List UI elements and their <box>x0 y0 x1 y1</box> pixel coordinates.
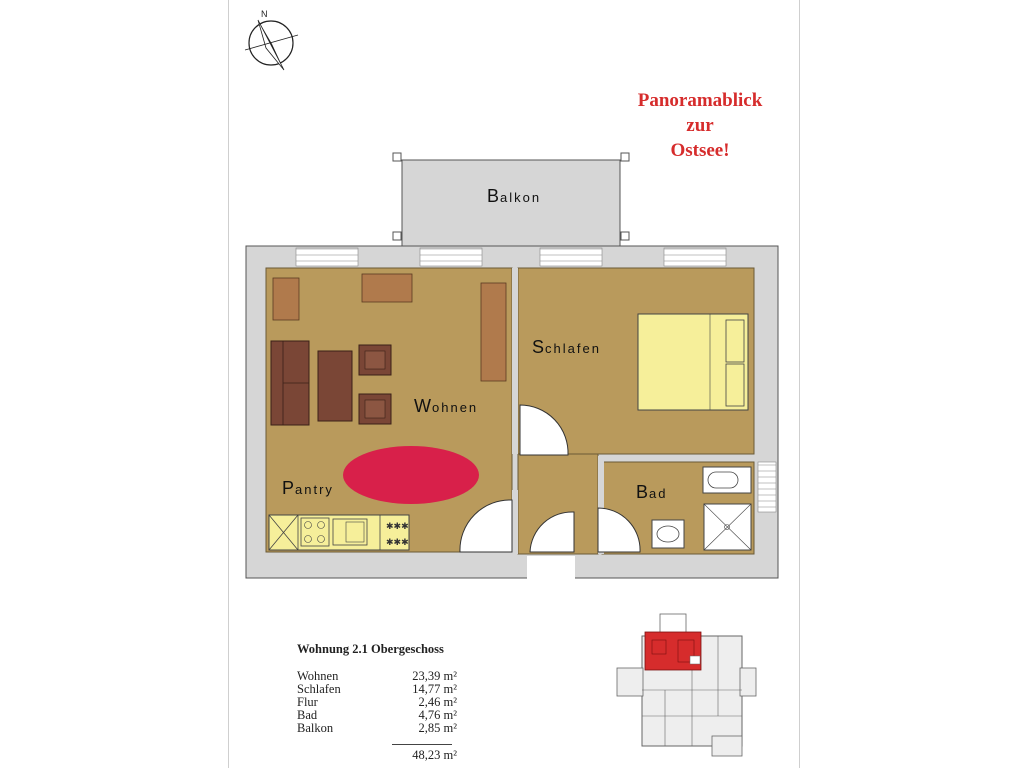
kitchen-counter: ✱✱✱ ✱✱✱ <box>268 514 410 551</box>
building-key-plan <box>616 613 757 757</box>
slogan: Panoramablick zur Ostsee! <box>600 88 800 163</box>
living-furniture <box>270 273 507 504</box>
double-bed <box>637 313 749 411</box>
area-row: Flur 2,46 m² <box>297 695 457 709</box>
total-divider <box>392 744 452 745</box>
area-total: 48,23 m² <box>412 748 457 762</box>
slogan-line-3: Ostsee! <box>670 140 730 161</box>
windows <box>295 247 777 513</box>
doors <box>459 404 641 553</box>
room-label-wohnen: Wohnen <box>414 396 479 416</box>
balcony <box>392 152 630 247</box>
room-label-schlafen: Schlafen <box>532 337 601 357</box>
area-table: Wohnen 23,39 m² Schlafen 14,77 m² Flur 2… <box>297 670 457 735</box>
compass-north-label: N <box>261 9 270 19</box>
area-row: Bad 4,76 m² <box>297 708 457 722</box>
room-label-balkon: Balkon <box>487 186 542 206</box>
area-row: Wohnen 23,39 m² <box>297 669 457 683</box>
apartment-title: Wohnung 2.1 Obergeschoss <box>297 642 444 656</box>
bath-fixtures <box>651 466 752 551</box>
slogan-line-2: zur <box>686 115 714 136</box>
compass-icon <box>244 19 299 71</box>
room-label-pantry: Pantry <box>282 478 334 498</box>
room-label-bad: Bad <box>636 482 668 502</box>
svg-text:✱✱✱: ✱✱✱ <box>386 522 409 532</box>
svg-text:✱✱✱: ✱✱✱ <box>386 538 409 548</box>
slogan-line-1: Panoramablick <box>637 90 763 111</box>
area-row: Schlafen 14,77 m² <box>297 682 457 696</box>
area-row: Balkon 2,85 m² <box>297 721 457 735</box>
